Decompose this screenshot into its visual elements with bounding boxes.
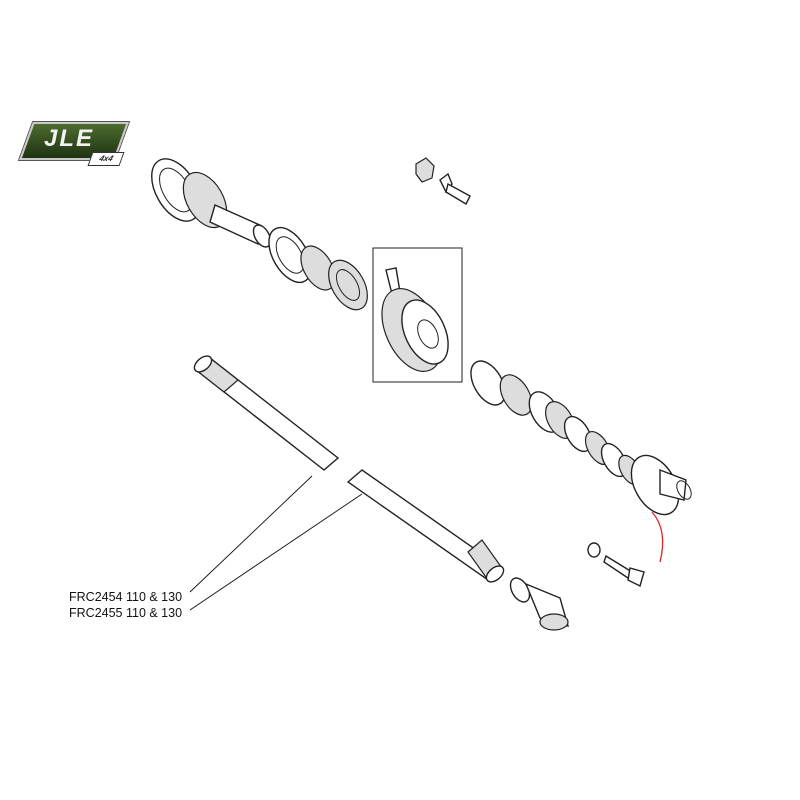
highlight-mark [651,511,664,563]
nut-and-bolt [415,157,471,205]
hub-components [470,360,642,486]
bearing [300,245,368,311]
stub-axle-flange [151,158,272,248]
leader-line-frc2454 [189,475,313,593]
jle-logo: JLE 4x4 [19,122,129,166]
half-shaft-inner [193,355,340,471]
gasket-ring [268,226,312,284]
circlip-and-joint [509,577,570,631]
leader-line-frc2455 [189,493,363,611]
part-label-frc2455: FRC2455 110 & 130 [69,606,183,620]
part-label-frc2454: FRC2454 110 & 130 [69,590,183,604]
flange-bolt [587,542,645,588]
drive-flange [630,454,692,516]
half-shaft-outer [346,469,505,583]
logo-text: JLE [44,125,95,152]
hub-inset [372,247,463,383]
